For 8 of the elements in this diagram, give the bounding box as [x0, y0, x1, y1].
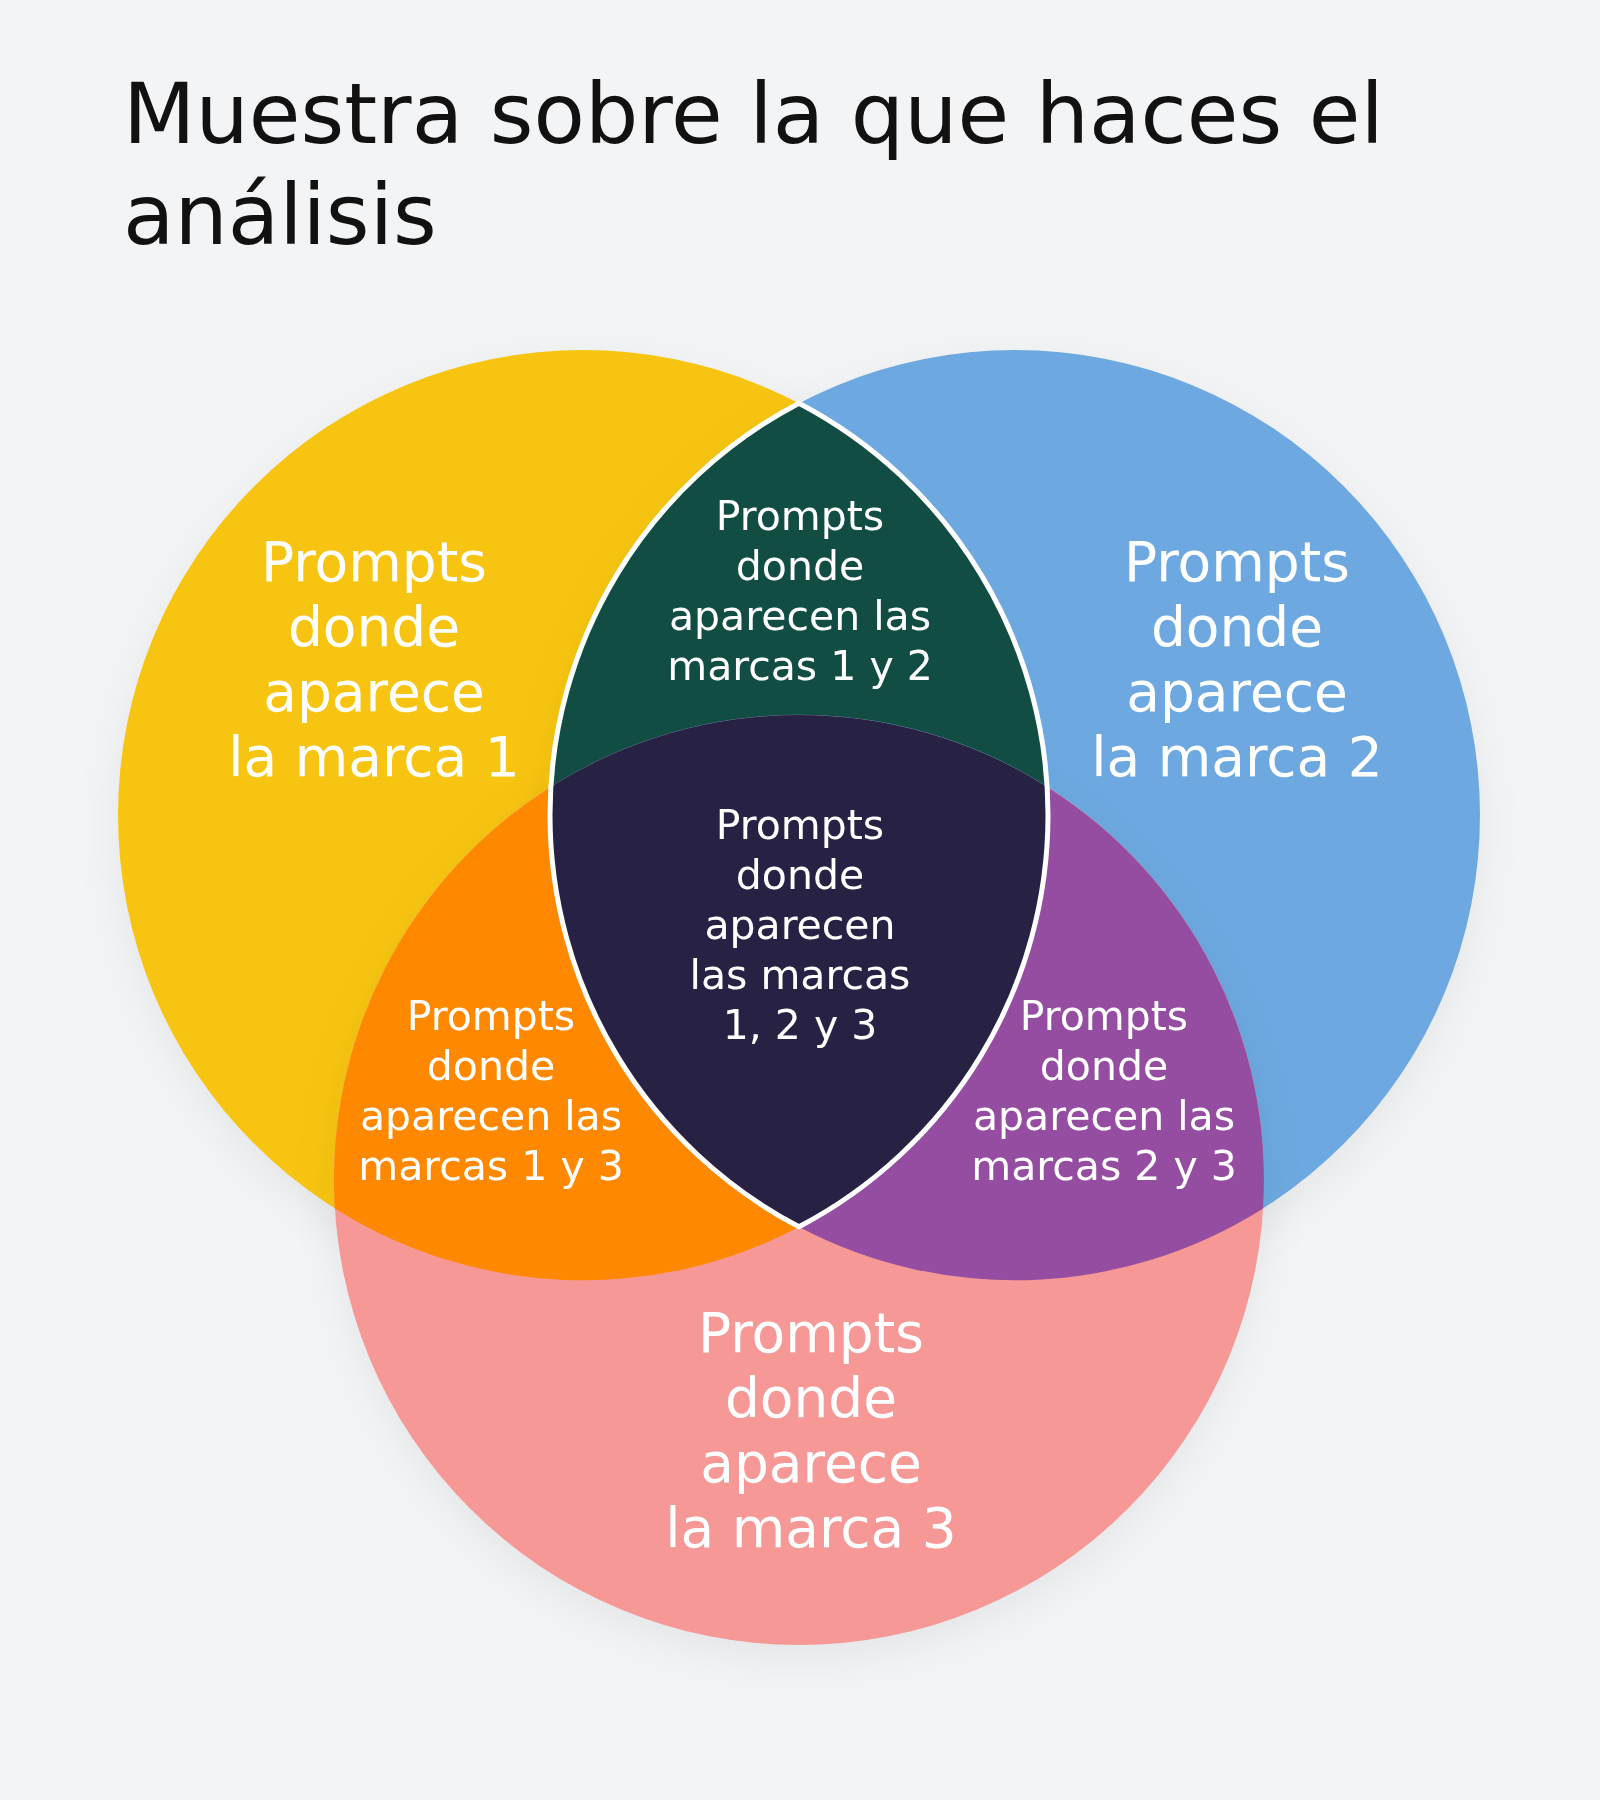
region-label: Prompts donde aparecen las marcas 1 y 3: [358, 991, 624, 1191]
circle-label: Prompts donde aparece la marca 3: [665, 1301, 957, 1561]
circle-label: Prompts donde aparece la marca 1: [228, 530, 520, 790]
region-label: Prompts donde aparecen las marcas 1, 2 y 3: [689, 800, 911, 1050]
title: Muestra sobre la que haces el análisis: [123, 64, 1385, 266]
region-label: Prompts donde aparecen las marcas 1 y 2: [667, 491, 933, 691]
region-label: Prompts donde aparecen las marcas 2 y 3: [971, 991, 1237, 1191]
circle-label: Prompts donde aparece la marca 2: [1091, 530, 1383, 790]
